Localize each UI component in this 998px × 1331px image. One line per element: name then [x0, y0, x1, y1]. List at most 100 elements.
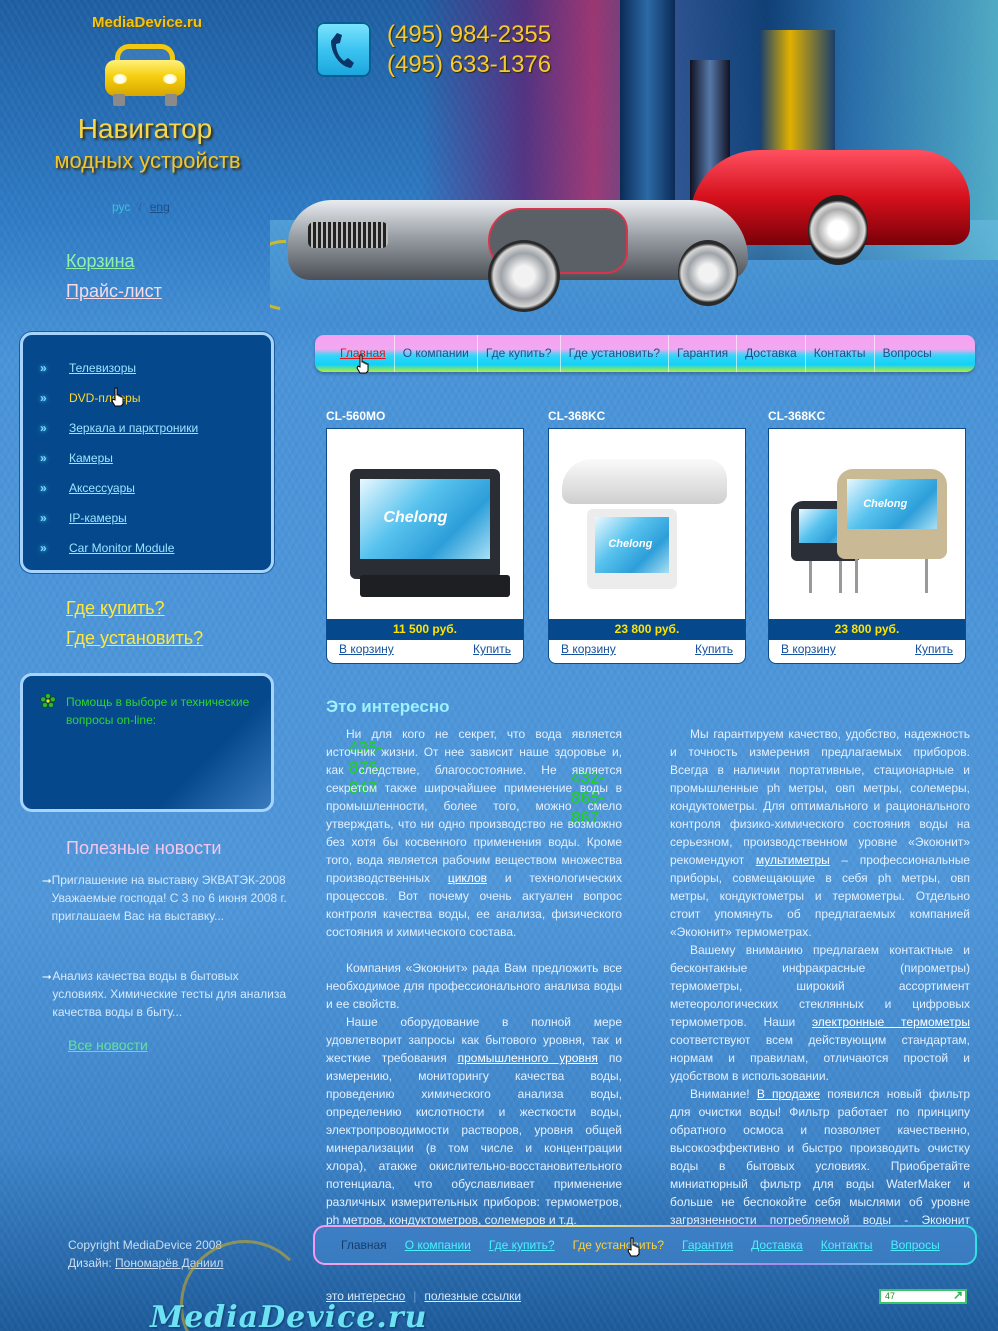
copyright-text: Copyright MediaDevice 2008 [68, 1238, 223, 1252]
skyscraper [620, 0, 675, 200]
product-image[interactable]: Chelong [549, 429, 745, 619]
lang-rus[interactable]: рус [112, 200, 131, 214]
nav-where-buy[interactable]: Где купить? [478, 335, 561, 372]
phone-handset-icon [316, 22, 371, 77]
footer-logo: MediaDevice.ru [150, 1300, 428, 1331]
category-item-tv[interactable]: » Телевизоры [40, 353, 198, 383]
add-to-cart-link[interactable]: В корзину [781, 642, 836, 656]
hero-banner [270, 0, 998, 335]
lang-separator: / [138, 200, 142, 214]
news-item[interactable]: ⭢ Анализ качества воды в бытовых условия… [42, 967, 292, 1021]
phone-number-2: (495) 633-1376 [387, 51, 552, 78]
add-to-cart-link[interactable]: В корзину [561, 642, 616, 656]
article-link-thermometers[interactable]: электронные термометры [811, 1015, 970, 1029]
category-link[interactable]: Car Monitor Module [69, 541, 175, 555]
bottom-links: это интересно | полезные ссылки [326, 1289, 521, 1303]
buy-link[interactable]: Купить [915, 642, 953, 656]
logo-subtitle: модных устройств [54, 148, 241, 173]
visit-counter[interactable]: 47 ↗ [879, 1289, 967, 1304]
category-link[interactable]: Зеркала и парктроники [69, 421, 199, 435]
category-link[interactable]: Телевизоры [69, 361, 137, 375]
footer-nav-warranty[interactable]: Гарантия [682, 1238, 734, 1252]
nav-about[interactable]: О компании [395, 335, 478, 372]
footer-nav-where-install[interactable]: Где установить? [572, 1238, 664, 1252]
category-item-cameras[interactable]: » Камеры [40, 443, 198, 473]
category-link[interactable]: Камеры [69, 451, 113, 465]
news-text[interactable]: Приглашение на выставку ЭКВАТЭК-2008 Ува… [51, 873, 287, 923]
double-chevron-icon: » [40, 481, 47, 495]
counter-value: 47 [885, 1291, 896, 1301]
product-price: 23 800 руб. [549, 619, 745, 640]
footer-nav-contacts[interactable]: Контакты [820, 1238, 873, 1252]
footer-nav-about[interactable]: О компании [404, 1238, 471, 1252]
link-separator: | [413, 1289, 417, 1303]
nav-faq[interactable]: Вопросы [882, 346, 932, 360]
article-paragraph: Вашему вниманию предлагаем контактные и … [670, 943, 970, 1083]
lang-eng-link[interactable]: eng [149, 200, 170, 214]
site-name[interactable]: MediaDevice.ru [92, 14, 203, 31]
icq-number-2: 432-865-867 [571, 768, 606, 827]
article-column-right: Мы гарантируем качество, удобство, надеж… [670, 725, 970, 1247]
category-item-car-monitor[interactable]: »Car Monitor Module [40, 533, 198, 563]
footer-nav-faq[interactable]: Вопросы [890, 1238, 940, 1252]
grey-roadster-image [288, 160, 758, 312]
news-text[interactable]: Анализ качества воды в бытовых условиях.… [52, 969, 286, 1019]
news-heading: Полезные новости [66, 838, 222, 858]
double-chevron-icon: » [40, 421, 47, 435]
product-name[interactable]: CL-368KC [548, 409, 606, 423]
category-link[interactable]: DVD-плееры [69, 391, 141, 405]
nav-where-install[interactable]: Где установить? [561, 335, 669, 372]
article-link-cycles[interactable]: циклов [447, 871, 488, 885]
category-link[interactable]: IP-камеры [69, 511, 127, 525]
language-switcher: рус / eng [112, 200, 170, 214]
bottom-navigation: Главная О компании Где купить? Где устан… [313, 1225, 977, 1265]
nav-contacts[interactable]: Контакты [806, 335, 875, 372]
category-item-ip-cameras[interactable]: » IP-камеры [40, 503, 198, 533]
category-item-mirrors[interactable]: » Зеркала и парктроники [40, 413, 198, 443]
buy-link[interactable]: Купить [473, 642, 511, 656]
useful-links-link[interactable]: полезные ссылки [424, 1289, 522, 1303]
hand-cursor-icon [111, 387, 124, 407]
article-link-on-sale[interactable]: В продаже [756, 1087, 821, 1101]
article-link-industrial-level[interactable]: промышленного уровня [457, 1051, 598, 1065]
yellow-car-icon[interactable] [105, 44, 185, 110]
cart-link[interactable]: Корзина [66, 251, 135, 271]
product-image[interactable]: Chelong [327, 429, 523, 619]
footer-nav-home[interactable]: Главная [341, 1238, 387, 1252]
article-column-left: Ни для кого не секрет, что вода является… [326, 725, 622, 1229]
all-news-link[interactable]: Все новости [68, 1037, 148, 1053]
interesting-link[interactable]: это интересно [326, 1289, 406, 1303]
arrow-up-right-icon: ↗ [952, 1288, 963, 1302]
product-price: 11 500 руб. [327, 619, 523, 640]
design-label: Дизайн: [68, 1256, 112, 1270]
double-chevron-icon: » [40, 391, 47, 405]
category-link[interactable]: Аксессуары [69, 481, 135, 495]
double-chevron-icon: » [40, 451, 47, 465]
nav-home[interactable]: Главная [332, 335, 395, 372]
product-card: CL-368KC Chelong 23 800 руб. В корзину К… [548, 409, 746, 664]
nav-warranty[interactable]: Гарантия [669, 335, 738, 372]
product-name[interactable]: CL-368KC [768, 409, 826, 423]
price-list-link[interactable]: Прайс-лист [66, 281, 162, 301]
top-navigation: Главная О компании Где купить? Где устан… [315, 335, 975, 372]
icq-number-1: 435-876-847 [349, 738, 384, 797]
article-paragraph: Ни для кого не секрет, что вода является… [326, 727, 623, 939]
product-image[interactable]: Chelong [769, 429, 965, 619]
nav-delivery[interactable]: Доставка [737, 335, 806, 372]
category-item-accessories[interactable]: » Аксессуары [40, 473, 198, 503]
article-link-multimeters[interactable]: мультиметры [755, 853, 830, 867]
help-description: Помощь в выборе и технические вопросы on… [66, 695, 250, 727]
product-name[interactable]: CL-560MO [326, 409, 386, 423]
footer-nav-delivery[interactable]: Доставка [751, 1238, 803, 1252]
where-to-install-link[interactable]: Где установить? [66, 628, 204, 648]
add-to-cart-link[interactable]: В корзину [339, 642, 394, 656]
product-card: CL-368KC Chelong 23 800 руб. В корзину К… [768, 409, 966, 664]
turn-arrow-icon: ⭢ [42, 873, 52, 887]
footer-nav-where-buy[interactable]: Где купить? [488, 1238, 555, 1252]
buy-link[interactable]: Купить [695, 642, 733, 656]
news-item[interactable]: ⭢ Приглашение на выставку ЭКВАТЭК-2008 У… [42, 871, 292, 925]
turn-arrow-icon: ⭢ [42, 969, 52, 983]
where-to-buy-link[interactable]: Где купить? [66, 598, 165, 618]
double-chevron-icon: » [40, 361, 47, 375]
double-chevron-icon: » [40, 511, 47, 525]
